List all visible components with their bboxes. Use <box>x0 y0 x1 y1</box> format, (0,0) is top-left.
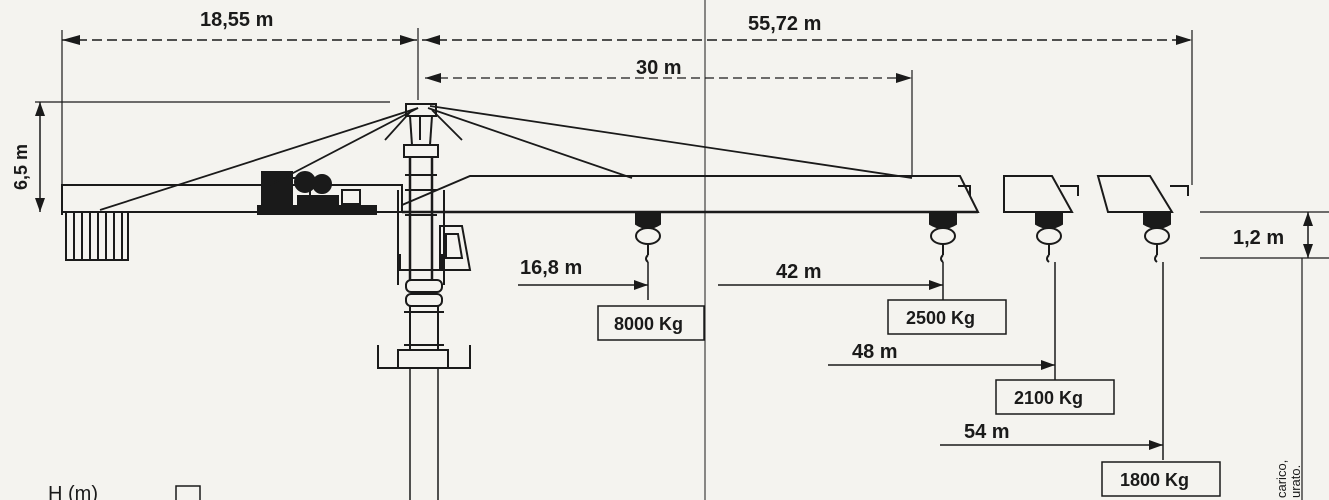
counterweight <box>65 211 129 261</box>
jib-extension-1-bracket <box>1060 185 1079 196</box>
load-label-1: 8000 Kg <box>614 314 683 334</box>
legend-box <box>175 485 201 500</box>
load-label-2: 2500 Kg <box>906 308 975 328</box>
radius-label-4: 54 m <box>964 421 1010 443</box>
trolley-hook-2 <box>929 213 957 263</box>
inner-span-label: 30 m <box>636 57 682 79</box>
load-label-3: 2100 Kg <box>1014 388 1083 408</box>
side-note-line1: carico, <box>1274 460 1289 498</box>
jib-extension-1 <box>1003 175 1074 213</box>
tie-rods <box>99 105 913 211</box>
height-label: H (m) <box>48 483 98 500</box>
radius-label-1: 16,8 m <box>520 257 582 279</box>
hook-drop-label: 1,2 m <box>1233 227 1284 249</box>
radius-label-2: 42 m <box>776 261 822 283</box>
load-leaders <box>518 262 1164 460</box>
tower-head-height-label: 6,5 m <box>11 144 31 190</box>
load-box-1 <box>597 305 705 341</box>
side-note-line2: urato. <box>1288 465 1303 498</box>
trolley-hook-3 <box>1035 213 1063 263</box>
winch-machinery <box>257 171 377 215</box>
tower-mast <box>397 157 445 285</box>
operator-cab <box>439 225 472 271</box>
trolley-hook-4 <box>1143 213 1171 263</box>
arrowheads <box>35 35 1313 450</box>
jib-extension-2-bracket <box>1170 185 1189 196</box>
trolley-hook-1 <box>635 213 661 263</box>
jib-length-label: 55,72 m <box>748 13 821 35</box>
jib-tip-bracket <box>958 185 971 196</box>
counter-jib-length-label: 18,55 m <box>200 9 273 31</box>
counter-jib <box>61 184 403 213</box>
load-box-3 <box>995 379 1115 415</box>
radius-label-3: 48 m <box>852 341 898 363</box>
load-box-2 <box>887 299 1007 335</box>
slewing-ring <box>377 254 471 500</box>
load-label-4: 1800 Kg <box>1120 470 1189 490</box>
hook-drop-dimension <box>1200 211 1329 500</box>
jib-extension-2 <box>1096 175 1174 213</box>
main-jib <box>401 175 980 213</box>
load-box-4 <box>1101 461 1221 497</box>
